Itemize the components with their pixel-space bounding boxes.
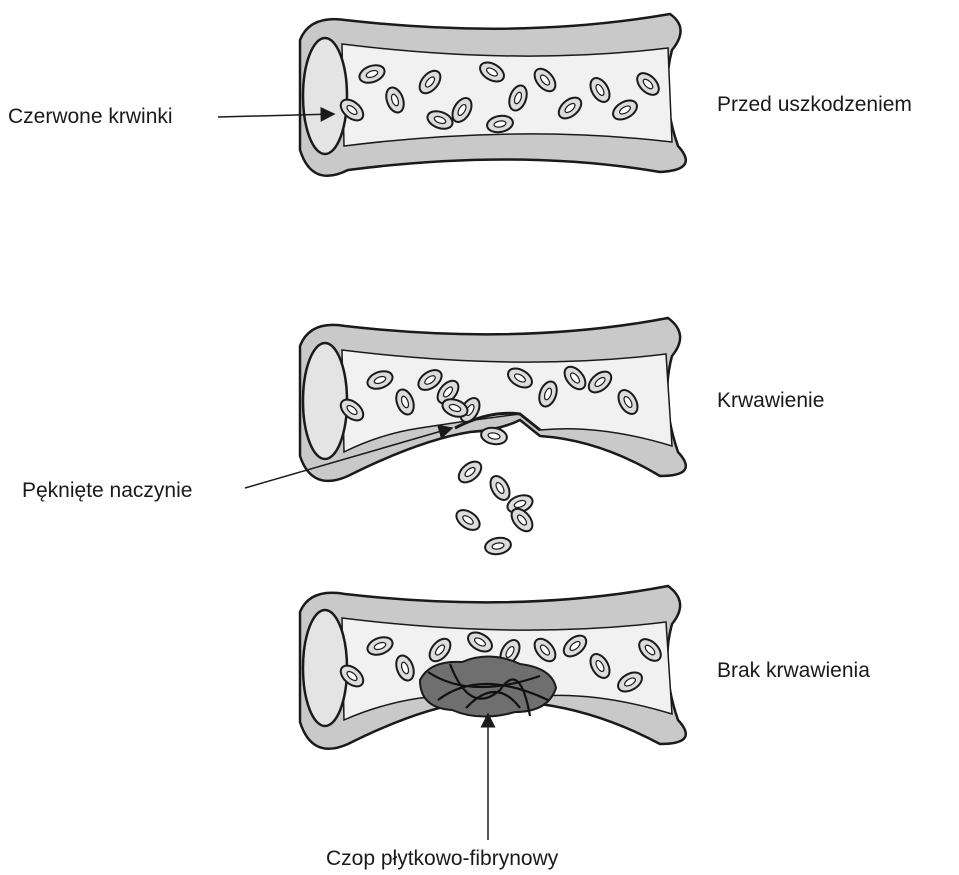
leaking-cells-group bbox=[453, 426, 537, 556]
vessel-broken bbox=[300, 318, 686, 556]
label-broken-vessel: Pęknięte naczynie bbox=[22, 480, 192, 501]
red-blood-cell bbox=[484, 536, 512, 556]
label-before-injury: Przed uszkodzeniem bbox=[717, 94, 912, 115]
vessel-plugged bbox=[300, 586, 686, 749]
red-blood-cell bbox=[455, 458, 485, 487]
red-blood-cell bbox=[453, 506, 483, 534]
vessel-opening bbox=[303, 38, 347, 154]
vessel-intact bbox=[300, 14, 686, 176]
vessel-opening bbox=[303, 343, 347, 459]
label-no-bleeding: Brak krwawienia bbox=[717, 660, 870, 681]
label-red-cells: Czerwone krwinki bbox=[8, 106, 173, 127]
red-blood-cell bbox=[480, 426, 508, 446]
label-bleeding: Krwawienie bbox=[717, 390, 824, 411]
red-blood-cell bbox=[487, 473, 514, 504]
label-plug: Czop płytkowo-fibrynowy bbox=[326, 848, 558, 869]
vessel-opening bbox=[303, 610, 347, 726]
